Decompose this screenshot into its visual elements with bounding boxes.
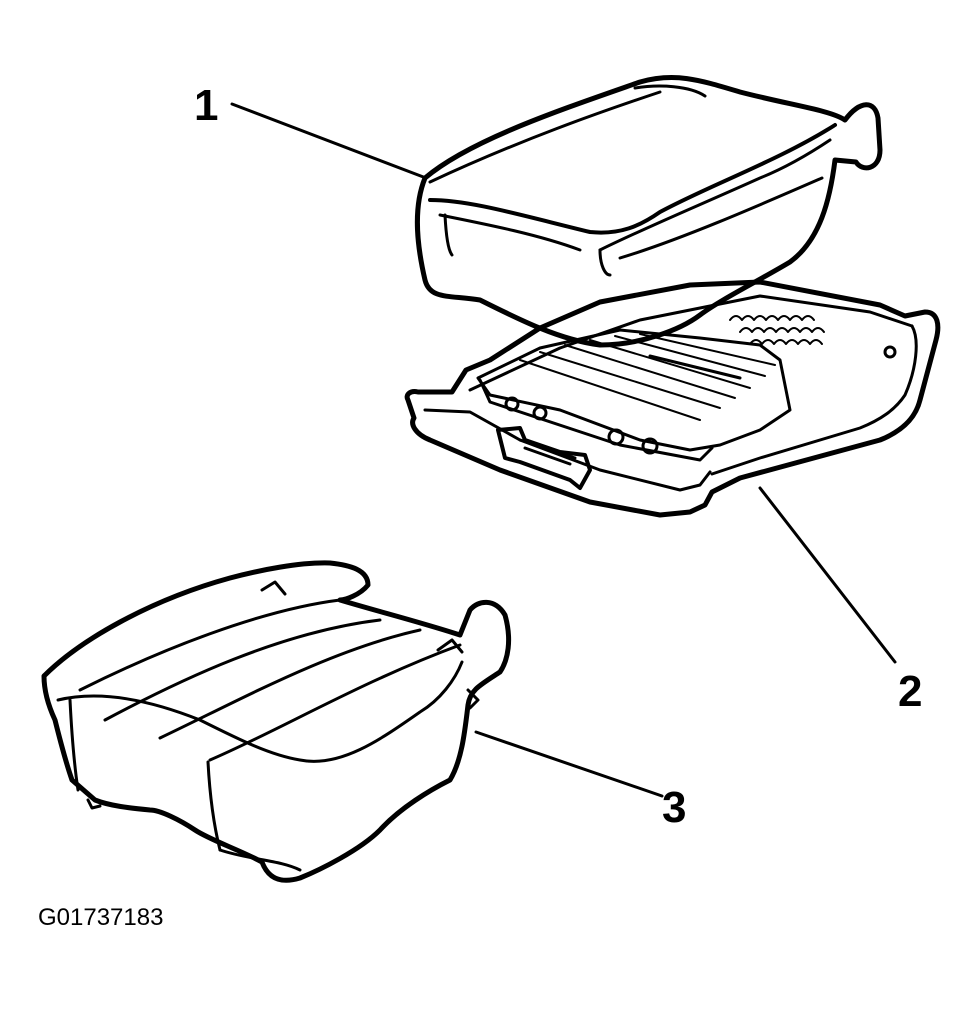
leader-line-1 [230, 102, 428, 180]
seat-cushion-top [414, 75, 883, 348]
leader-line-2 [758, 486, 897, 664]
callout-1: 1 [194, 81, 219, 130]
leader-lines [230, 102, 897, 798]
callout-2: 2 [898, 667, 923, 716]
leader-line-3 [474, 730, 664, 798]
seat-cushion-bottom [41, 560, 512, 883]
figure-id: G01737183 [38, 904, 164, 931]
callout-3: 3 [662, 783, 687, 832]
seat-frame [404, 279, 941, 518]
